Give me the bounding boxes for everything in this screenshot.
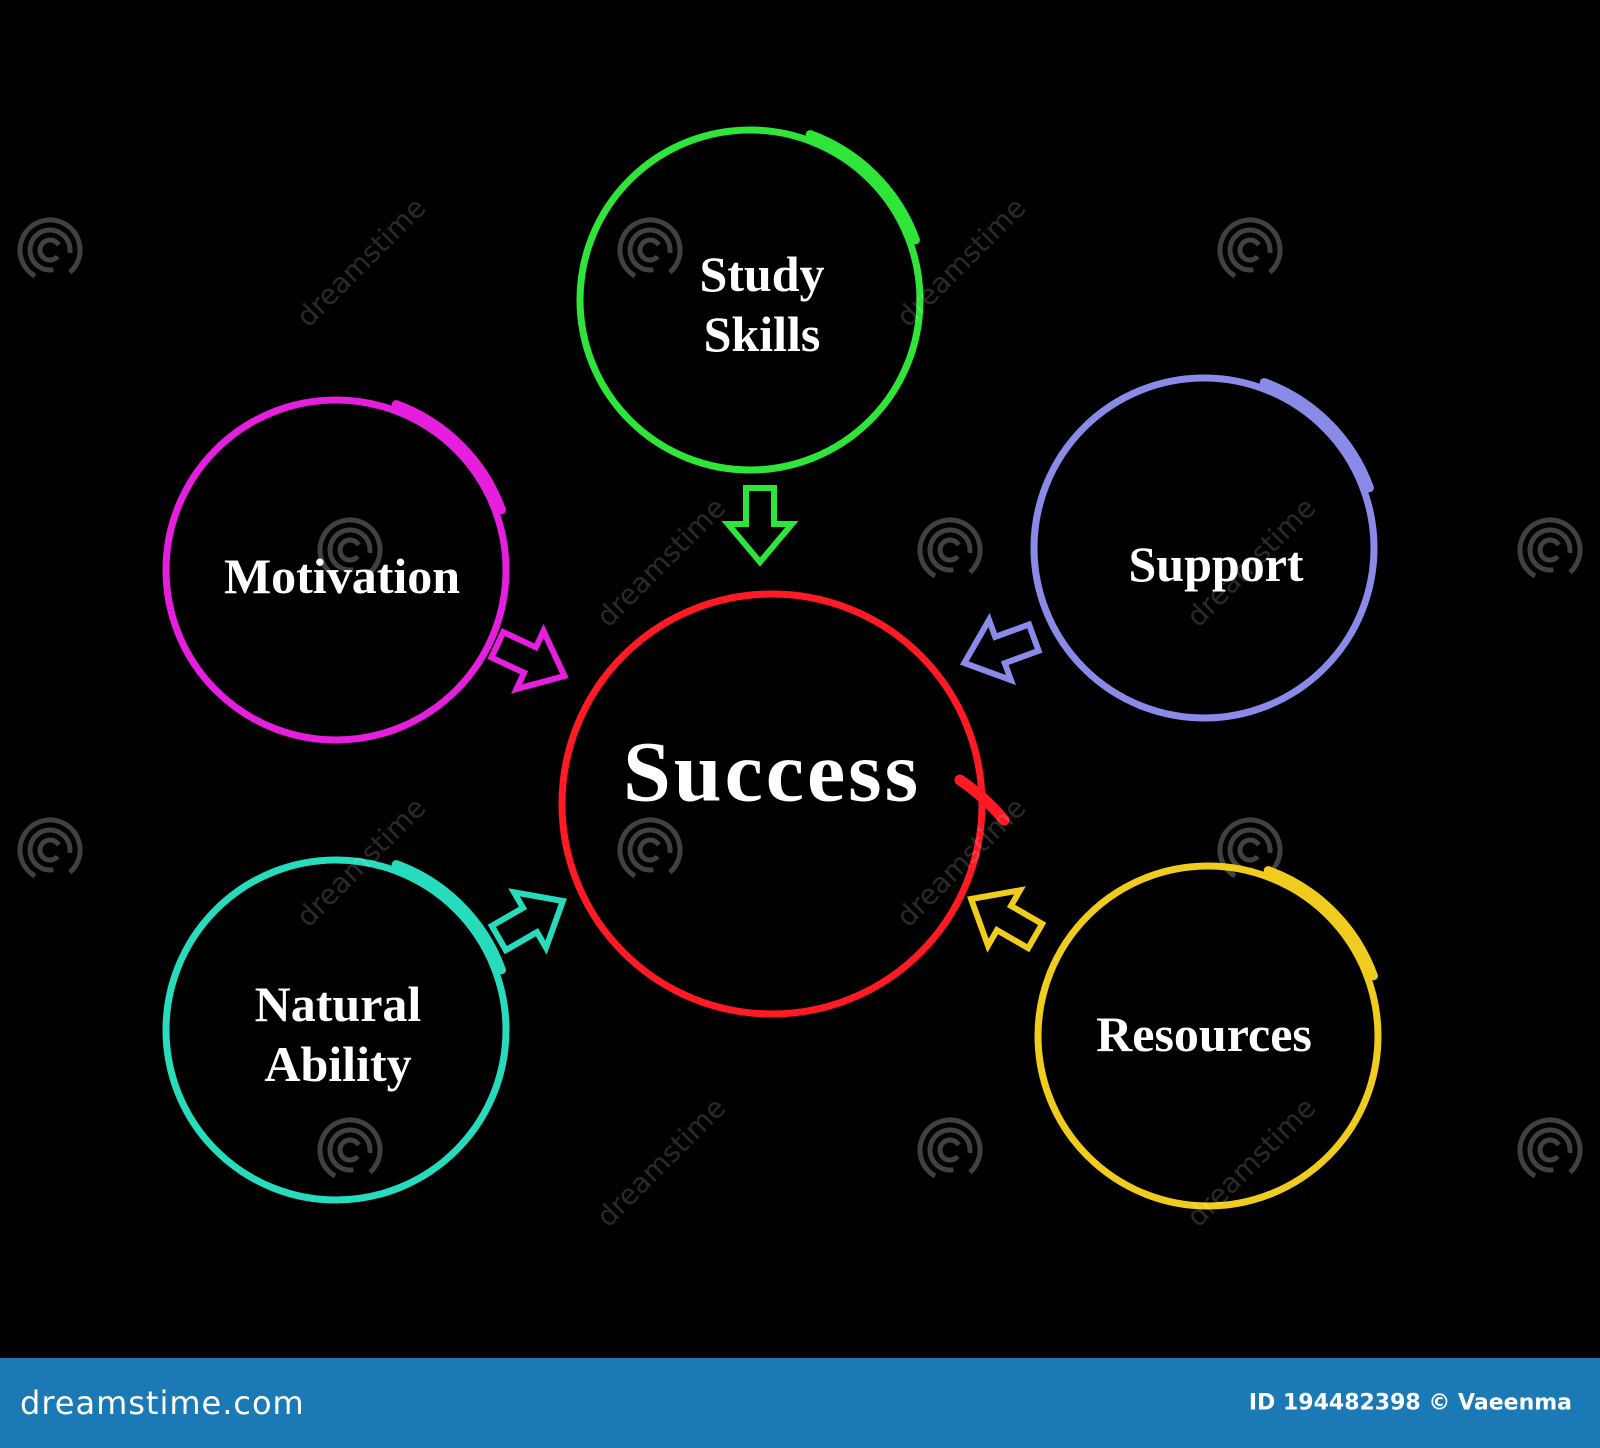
node-label-resources: Resources [1096,1004,1312,1064]
spiral-icon [917,1117,983,1183]
node-circle-motivation [162,396,510,744]
center-circle-stroke [954,774,1010,826]
node-label-line: Study [699,246,825,302]
node-label-line: Resources [1096,1006,1312,1062]
arrow-icon [487,623,569,694]
node-circle-stroke [805,130,920,245]
footer-credit: ID 194482398 © Vaeenma [1248,1390,1572,1416]
node-label-natural-ability: Natural Ability [255,974,422,1094]
center-label-success: Success [623,720,921,823]
spiral-icon [1517,517,1583,583]
node-circle-support [1030,374,1378,722]
spiral-icon [317,1117,383,1183]
node-circle-resources [1034,862,1382,1210]
node-label-line: Motivation [223,548,461,604]
spiral-icon [17,217,83,283]
node-label-line: Ability [264,1036,412,1092]
footer-bar: dreamstime.com ID 194482398 © Vaeenma [0,1358,1600,1448]
spiral-icon [17,817,83,883]
node-circle-stroke [391,400,506,515]
node-label-support: Support [1128,534,1303,594]
node-circle-natural-ability [162,856,510,1204]
spiral-icon [617,217,683,283]
spiral-icon [317,517,383,583]
arrow-icon [959,612,1043,686]
node-label-line: Support [1128,536,1304,592]
node-label-line: Skills [703,306,821,362]
node-circle-study-skills [576,126,924,474]
spiral-icon [617,817,683,883]
node-circle-stroke [391,860,506,975]
node-label-motivation: Motivation [224,546,460,606]
arrow-icon [487,888,567,955]
arrow-icon [967,886,1047,953]
center-label-line: Success [622,723,922,820]
arrow-icon [721,485,799,567]
node-circle-stroke [1263,866,1378,981]
node-label-study-skills: Study Skills [699,244,824,364]
diagram-canvas: Success Study Skills Motivation Support … [17,126,1583,1234]
diagram-graphics [17,126,1583,1210]
footer-logo[interactable]: dreamstime.com [20,1384,305,1422]
node-circle-stroke [1259,378,1374,493]
spiral-icon [1517,1117,1583,1183]
node-label-line: Natural [254,976,422,1032]
spiral-icon [1217,217,1283,283]
spiral-icon [917,517,983,583]
